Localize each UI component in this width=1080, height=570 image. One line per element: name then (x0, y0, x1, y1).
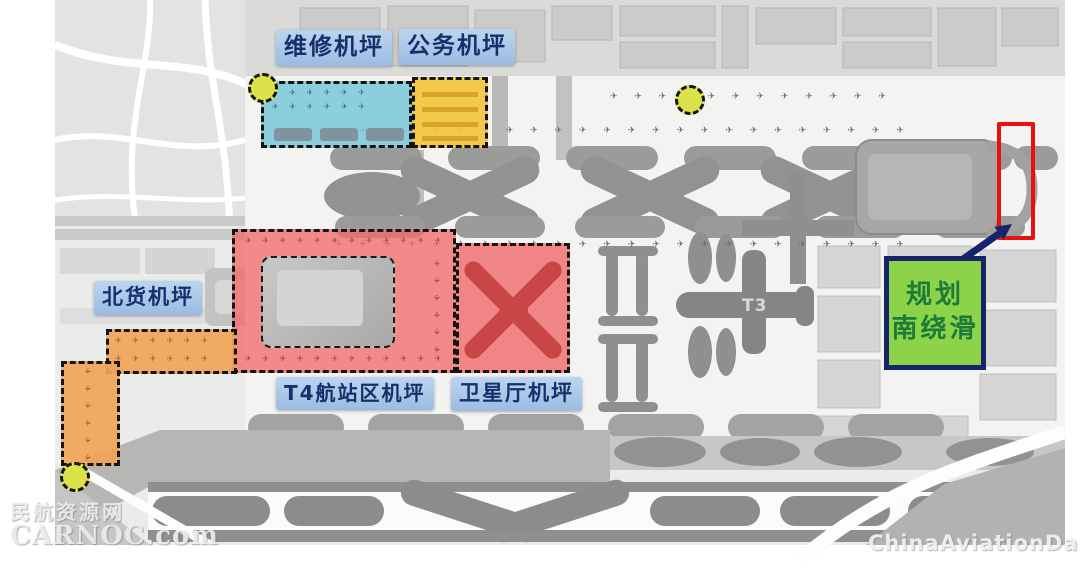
plan-callout-line1: 规划 (905, 280, 964, 311)
t4-terminal-building (261, 256, 395, 348)
label-north-cargo-apron: 北货机坪 (94, 281, 202, 315)
aircraft-stand-row: ✈ ✈ ✈ ✈ ✈ ✈ ✈ ✈ ✈ ✈ ✈ ✈ (245, 236, 446, 245)
aircraft-stand-row: ✈ ✈ ✈ ✈ ✈ ✈ (115, 354, 212, 363)
business-apron-zone (412, 77, 488, 148)
label-terminal-t3: T3 (742, 296, 768, 316)
watermark-chinaaviationdaily: ChinaAviationDaily.com (868, 531, 1080, 555)
aircraft-stand-row: ✈ ✈ ✈ ✈ ✈ ✈ (272, 102, 369, 111)
hangar-building (274, 128, 312, 141)
t4-terminal-roof (277, 270, 363, 326)
stand-line (422, 122, 478, 127)
aircraft-stand-row: ✈ ✈ ✈ ✈ ✈ ✈ (115, 336, 212, 345)
watermark-carnoc: 民航资源网 CARNOC.com (10, 502, 219, 550)
stand-line (422, 107, 478, 112)
aircraft-stand-row: ✈ ✈ ✈ ✈ ✈ ✈ (272, 88, 369, 97)
aircraft-stand-row: ✈ ✈ ✈ ✈ ✈ ✈ ✈ ✈ ✈ ✈ ✈ ✈ (610, 92, 893, 102)
label-business-apron: 公务机坪 (399, 29, 515, 65)
aircraft-stand-row: ✈ ✈ ✈ ✈ ✈ ✈ (432, 260, 441, 357)
t4-terminal-apron-zone: ✈ ✈ ✈ ✈ ✈ ✈ ✈ ✈ ✈ ✈ ✈ ✈ ✈ ✈ ✈ ✈ ✈ ✈ ✈ ✈ … (232, 229, 456, 373)
watermark-carnoc-url: CARNOC.com (10, 521, 219, 551)
stand-line (422, 92, 478, 97)
site-marker (675, 85, 705, 115)
label-maintenance-apron: 维修机坪 (276, 30, 392, 66)
hangar-building (320, 128, 358, 141)
label-satellite-apron: 卫星厅机坪 (451, 377, 582, 411)
aircraft-stand-row: ✈ ✈ ✈ ✈ ✈ ✈ (83, 368, 92, 465)
aircraft-stand-row: ✈ ✈ ✈ ✈ ✈ ✈ ✈ ✈ ✈ ✈ ✈ ✈ (245, 354, 446, 363)
cargo-apron-zone-north: ✈ ✈ ✈ ✈ ✈ ✈ ✈ ✈ ✈ ✈ ✈ ✈ (106, 329, 237, 374)
label-t4-apron: T4航站区机坪 (276, 377, 434, 410)
maintenance-apron-zone: ✈ ✈ ✈ ✈ ✈ ✈ ✈ ✈ ✈ ✈ ✈ ✈ (261, 81, 412, 148)
hangar-building (366, 128, 404, 141)
satellite-building-core (502, 297, 528, 323)
highlight-outline-south-bypass (997, 122, 1035, 240)
stand-line (422, 136, 478, 141)
watermark-carnoc-cn: 民航资源网 (10, 500, 125, 524)
site-marker (60, 462, 90, 492)
plan-callout-line2: 南绕滑 (891, 314, 979, 344)
cargo-apron-zone-west: ✈ ✈ ✈ ✈ ✈ ✈ (61, 361, 120, 466)
satellite-hall-apron-zone (456, 243, 570, 373)
aircraft-stand-row: ✈ ✈ ✈ ✈ ✈ ✈ ✈ ✈ ✈ ✈ ✈ ✈ ✈ ✈ ✈ ✈ ✈ ✈ ✈ ✈ … (335, 126, 911, 136)
aircraft-stand-row: ✈ ✈ ✈ ✈ ✈ ✈ ✈ ✈ ✈ ✈ ✈ ✈ ✈ ✈ ✈ ✈ ✈ ✈ ✈ ✈ … (335, 240, 911, 250)
plan-callout-box: 规划 南绕滑 (884, 256, 986, 370)
site-marker (248, 73, 278, 103)
